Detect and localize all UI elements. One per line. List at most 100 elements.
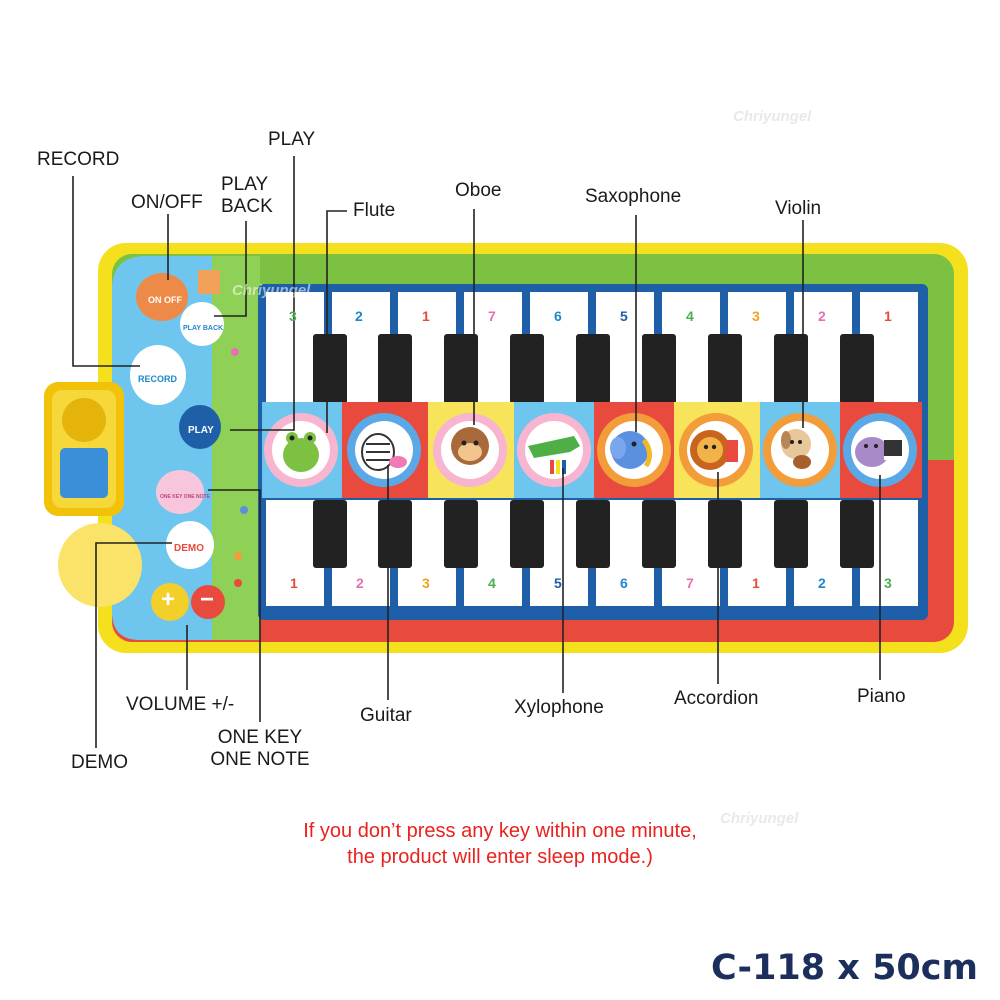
xylophone-label: Xylophone bbox=[514, 697, 604, 718]
size-caption: C-118 x 50cm bbox=[711, 948, 978, 988]
warning-line1: If you don’t press any key within one mi… bbox=[303, 820, 697, 842]
flower-icon bbox=[234, 552, 242, 560]
watermark: Chriyungel bbox=[720, 810, 799, 827]
key-number: 3 bbox=[752, 308, 760, 324]
record-button[interactable] bbox=[130, 345, 186, 405]
violin-label: Violin bbox=[775, 198, 822, 219]
key-number: 1 bbox=[290, 575, 298, 591]
play-back-label-line1: PLAY bbox=[221, 174, 269, 195]
black-key[interactable] bbox=[378, 334, 412, 404]
one-key-button-label: ONE KEY ONE NOTE bbox=[160, 494, 210, 500]
piano-hippo-icon[interactable] bbox=[843, 413, 917, 487]
key-number: 5 bbox=[554, 575, 562, 591]
play-button[interactable] bbox=[179, 405, 221, 449]
black-key[interactable] bbox=[576, 334, 610, 404]
demo-button[interactable] bbox=[166, 521, 214, 569]
demo-line bbox=[95, 542, 172, 748]
flower-icon bbox=[234, 579, 242, 587]
one-key-label-line2: ONE NOTE bbox=[210, 749, 310, 770]
guitar-label: Guitar bbox=[360, 705, 412, 726]
play-back-line bbox=[214, 221, 247, 317]
saxophone-label: Saxophone bbox=[585, 186, 682, 207]
record-label: RECORD bbox=[37, 149, 120, 170]
accordion-label: Accordion bbox=[674, 688, 759, 709]
black-key[interactable] bbox=[510, 500, 544, 568]
volume-minus-button[interactable] bbox=[191, 585, 225, 619]
key-number: 7 bbox=[686, 575, 694, 591]
play-button-label: PLAY bbox=[188, 425, 214, 436]
black-key[interactable] bbox=[840, 334, 874, 404]
bottom-black-keys bbox=[313, 500, 874, 568]
black-key[interactable] bbox=[378, 500, 412, 568]
key-number: 2 bbox=[818, 308, 826, 324]
demo-label: DEMO bbox=[71, 752, 128, 773]
black-key[interactable] bbox=[313, 334, 347, 404]
play-back-button[interactable] bbox=[180, 302, 224, 346]
sun-icon bbox=[58, 523, 142, 607]
watermark: Chriyungel bbox=[232, 282, 311, 299]
black-key[interactable] bbox=[444, 500, 478, 568]
violin-dog-icon[interactable] bbox=[763, 413, 837, 487]
play-back-button-label: PLAY BACK bbox=[183, 325, 224, 332]
demo-button-label: DEMO bbox=[174, 543, 204, 554]
volume-plus-label: + bbox=[161, 586, 176, 613]
black-key[interactable] bbox=[510, 334, 544, 404]
key-number: 3 bbox=[289, 308, 297, 324]
key-number: 5 bbox=[620, 308, 628, 324]
black-key[interactable] bbox=[708, 500, 742, 568]
key-number: 6 bbox=[620, 575, 628, 591]
oboe-label: Oboe bbox=[455, 180, 502, 201]
play-label: PLAY bbox=[268, 129, 316, 150]
play-line bbox=[230, 156, 295, 431]
saxophone-elephant-icon[interactable] bbox=[597, 413, 671, 487]
guitar-zebra-icon[interactable] bbox=[347, 413, 421, 487]
on-off-label: ON/OFF bbox=[131, 192, 203, 213]
volume-plus-button[interactable] bbox=[151, 583, 189, 621]
black-key[interactable] bbox=[313, 500, 347, 568]
instrument-animals bbox=[264, 413, 917, 487]
oboe-monkey-icon[interactable] bbox=[433, 413, 507, 487]
play-back-label-line2: BACK bbox=[221, 196, 273, 217]
volume-minus-label: − bbox=[200, 586, 215, 613]
key-number: 1 bbox=[422, 308, 430, 324]
on-off-button-label: ON OFF bbox=[148, 295, 182, 305]
key-number: 2 bbox=[356, 575, 364, 591]
warning-line2: the product will enter sleep mode.) bbox=[347, 846, 653, 868]
key-number: 1 bbox=[752, 575, 760, 591]
key-number: 3 bbox=[422, 575, 430, 591]
piano-label: Piano bbox=[857, 686, 906, 707]
flower-icon bbox=[240, 506, 248, 514]
flute-frog-icon[interactable] bbox=[264, 413, 338, 487]
record-line bbox=[72, 176, 140, 367]
flute-label: Flute bbox=[353, 200, 396, 221]
top-black-keys bbox=[313, 334, 874, 404]
record-button-label: RECORD bbox=[138, 374, 178, 384]
black-key[interactable] bbox=[642, 334, 676, 404]
on-off-button[interactable] bbox=[136, 273, 188, 321]
speaker-grille-icon bbox=[62, 398, 106, 442]
key-number: 2 bbox=[355, 308, 363, 324]
key-number: 7 bbox=[488, 308, 496, 324]
black-key[interactable] bbox=[576, 500, 610, 568]
speaker-module bbox=[44, 382, 124, 516]
black-key[interactable] bbox=[774, 500, 808, 568]
xylophone-crocodile-icon[interactable] bbox=[517, 413, 591, 487]
key-number: 6 bbox=[554, 308, 562, 324]
black-key[interactable] bbox=[444, 334, 478, 404]
callout-lines bbox=[72, 156, 881, 748]
black-key[interactable] bbox=[840, 500, 874, 568]
one-key-one-note-button[interactable] bbox=[156, 470, 204, 514]
speaker-screen bbox=[60, 448, 108, 498]
volume-label: VOLUME +/- bbox=[126, 694, 235, 715]
one-key-line bbox=[208, 489, 261, 722]
key-number: 4 bbox=[488, 575, 496, 591]
watermark: Chriyungel bbox=[733, 108, 812, 125]
black-key[interactable] bbox=[708, 334, 742, 404]
key-number: 1 bbox=[884, 308, 892, 324]
one-key-label-line1: ONE KEY bbox=[217, 727, 303, 748]
black-key[interactable] bbox=[642, 500, 676, 568]
black-key[interactable] bbox=[774, 334, 808, 404]
accordion-lion-icon[interactable] bbox=[679, 413, 753, 487]
flute-line bbox=[326, 210, 347, 433]
